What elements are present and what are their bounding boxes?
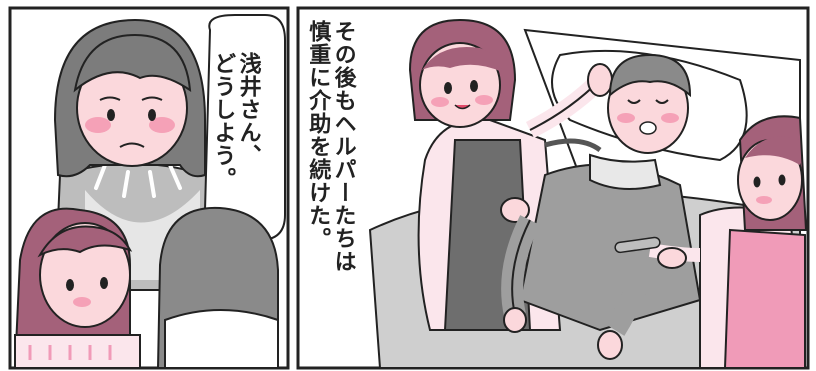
helper-right <box>614 115 808 369</box>
shock-lines <box>94 163 182 198</box>
panel-2-art <box>368 18 808 369</box>
speech-line-1: 浅井さん、 <box>235 52 261 167</box>
panel-1-art <box>13 14 286 369</box>
speech-line-2: どうしよう。 <box>210 52 236 190</box>
speech-text: 浅井さん、 どうしよう。 <box>210 52 261 242</box>
narration-text: その後もヘルパーたちは 慎重に介助を続けた。 <box>305 20 356 340</box>
bottom-left-woman-shirt <box>14 334 141 369</box>
helper-right-apron <box>723 228 806 369</box>
neck-collar <box>589 153 662 190</box>
narration-line-2: 慎重に介助を続けた。 <box>305 20 331 250</box>
narration-line-1: その後もヘルパーたちは <box>330 20 356 273</box>
patient <box>501 53 702 360</box>
spoon <box>614 236 661 254</box>
worried-woman-bangs <box>73 33 192 93</box>
patient-hair <box>608 53 692 98</box>
